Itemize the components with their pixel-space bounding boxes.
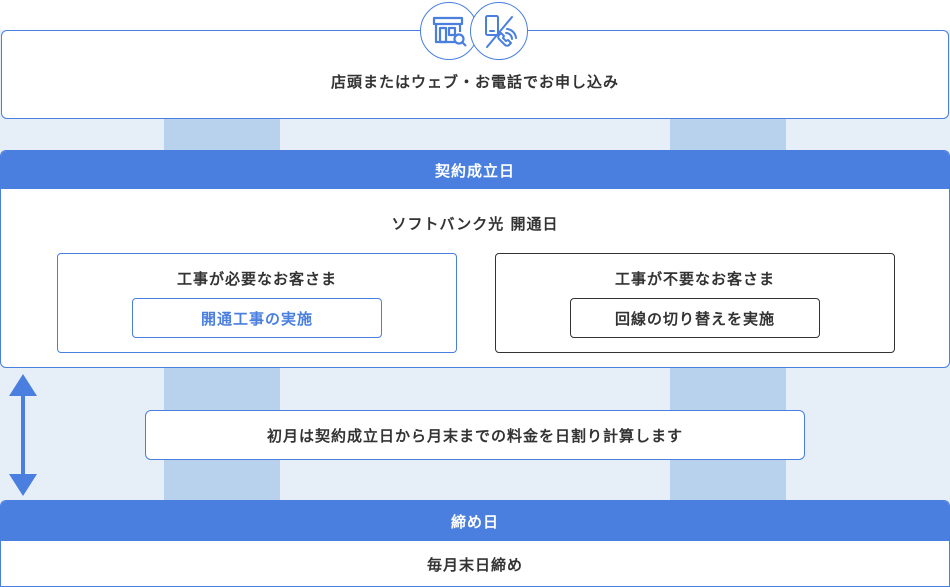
period-arrow-icon bbox=[9, 374, 37, 496]
contract-subtitle: ソフトバンク光 開通日 bbox=[391, 214, 559, 233]
construction-not-needed-box: 工事が不要なお客さま 回線の切り替えを実施 bbox=[495, 253, 895, 353]
construction-not-needed-title: 工事が不要なお客さま bbox=[614, 269, 775, 288]
construction-needed-title: 工事が必要なお客さま bbox=[176, 269, 337, 288]
contract-block: 契約成立日 ソフトバンク光 開通日 工事が必要なお客さま 開通工事の実施 工事が… bbox=[0, 150, 950, 368]
contract-header: 契約成立日 bbox=[1, 151, 949, 189]
billing-note-box: 初月は契約成立日から月末までの料金を日割り計算します bbox=[145, 410, 805, 460]
closing-block: 締め日 毎月末日締め bbox=[0, 500, 950, 587]
line-switch-label: 回線の切り替えを実施 bbox=[570, 298, 820, 338]
closing-header: 締め日 bbox=[1, 501, 949, 541]
billing-note: 初月は契約成立日から月末までの料金を日割り計算します bbox=[266, 426, 683, 445]
opening-work-label: 開通工事の実施 bbox=[132, 298, 382, 338]
apply-label: 店頭またはウェブ・お電話でお申し込み bbox=[330, 73, 619, 91]
construction-needed-box: 工事が必要なお客さま 開通工事の実施 bbox=[57, 253, 457, 353]
mobile-phone-icon bbox=[470, 2, 528, 60]
store-search-icon bbox=[420, 2, 478, 60]
closing-body: 毎月末日締め bbox=[426, 555, 523, 574]
